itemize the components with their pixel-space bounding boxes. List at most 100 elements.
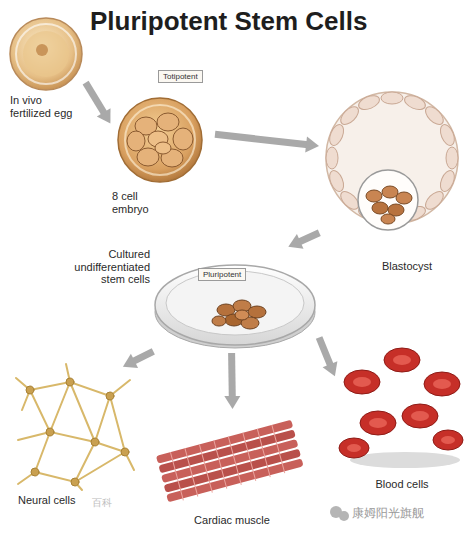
neural-network bbox=[16, 364, 134, 490]
blood-cells-part bbox=[433, 430, 463, 450]
blastocyst-part-part bbox=[403, 93, 428, 113]
culture-dish-part bbox=[248, 306, 266, 318]
blood-cells-part bbox=[441, 436, 455, 444]
cardiac-fibers-part-part bbox=[170, 425, 284, 500]
culture-dish bbox=[155, 265, 315, 348]
blastocyst-part-part bbox=[327, 123, 347, 148]
culture-dish-part bbox=[212, 316, 226, 326]
blastocyst-part bbox=[358, 170, 418, 230]
stage-label: Blood cells bbox=[352, 478, 452, 491]
blood-cells bbox=[339, 348, 463, 468]
arrow-head bbox=[123, 354, 138, 368]
watermark-icon-part bbox=[339, 511, 349, 521]
flow-arrow bbox=[123, 351, 153, 368]
blastocyst-part-part bbox=[357, 93, 382, 113]
fertilized-egg bbox=[10, 18, 82, 90]
stage-label: Cultured undifferentiated stem cells bbox=[48, 248, 150, 286]
arrow-head bbox=[97, 108, 111, 123]
flow-arrow bbox=[319, 338, 337, 377]
arrow-shaft bbox=[86, 83, 105, 114]
fertilized-egg-part bbox=[23, 31, 69, 77]
blood-cells-part bbox=[402, 404, 438, 428]
blood-cells-part bbox=[384, 348, 420, 372]
stage-label: Blastocyst bbox=[352, 260, 462, 273]
eight-cell-embryo-part bbox=[125, 105, 195, 175]
culture-dish-part bbox=[235, 310, 249, 320]
flow-arrow bbox=[86, 83, 111, 124]
blastocyst-stage: Blastocyst bbox=[322, 88, 466, 282]
neural-network-part-part bbox=[71, 478, 79, 486]
egg-stage: In vivo fertilized egg bbox=[8, 14, 84, 124]
arrow-shaft bbox=[215, 134, 308, 144]
watermark: 康姆阳光旗舰 bbox=[352, 505, 424, 522]
blastocyst-part bbox=[396, 192, 412, 204]
neural-network-part bbox=[95, 396, 110, 442]
neural-network-part bbox=[26, 378, 129, 486]
blood-cells-part bbox=[411, 411, 429, 421]
blood-cells-part bbox=[424, 372, 460, 396]
eight-cell-embryo bbox=[118, 98, 202, 182]
arrow-head bbox=[288, 234, 303, 249]
arrow-shaft bbox=[298, 233, 319, 242]
blastocyst-part-part bbox=[438, 123, 458, 148]
flow-arrow bbox=[288, 233, 319, 249]
arrow-head bbox=[323, 361, 338, 376]
neural-network-part-part bbox=[106, 392, 114, 400]
potency-tag: Totipotent bbox=[158, 70, 203, 83]
cardiac-fibers-part bbox=[170, 425, 284, 500]
cell-type: Neural cells bbox=[8, 368, 140, 512]
fertilized-egg-part bbox=[36, 44, 48, 56]
neural-network-part-part bbox=[66, 378, 74, 386]
culture-stage: PluripotentCultured undifferentiated ste… bbox=[48, 248, 318, 350]
culture-dish-part bbox=[155, 265, 315, 345]
blastocyst-part-part bbox=[326, 147, 338, 169]
neural-network-part-part bbox=[46, 428, 54, 436]
neural-network-part bbox=[70, 382, 95, 482]
blastocyst-part bbox=[372, 202, 388, 214]
blastocyst-part bbox=[382, 186, 398, 198]
arrow-shaft bbox=[228, 353, 236, 398]
stage-label: Cardiac muscle bbox=[152, 514, 312, 527]
blastocyst-part-part bbox=[422, 104, 446, 128]
blood-cells-part bbox=[347, 444, 361, 452]
watermark-icon bbox=[330, 506, 349, 521]
fertilized-egg-part bbox=[16, 24, 76, 84]
neural-network-part-part bbox=[31, 468, 39, 476]
neural-network-part-part bbox=[26, 386, 34, 394]
blastocyst-part bbox=[366, 190, 382, 202]
stage-label: In vivo fertilized egg bbox=[10, 94, 82, 119]
blood-cells-part bbox=[353, 377, 371, 387]
eight-cell-embryo-part bbox=[127, 131, 145, 151]
blastocyst-part bbox=[381, 214, 395, 224]
neural-network-part-part bbox=[91, 438, 99, 446]
eight-cell-embryo-part bbox=[155, 142, 171, 154]
embryo-stage: Totipotent8 cell embryo bbox=[112, 70, 212, 230]
cell-type: Cardiac muscle bbox=[152, 412, 313, 534]
blastocyst-part-part bbox=[438, 169, 458, 194]
arrow-shaft bbox=[133, 351, 154, 361]
blastocyst bbox=[326, 92, 458, 230]
flow-arrow bbox=[215, 134, 319, 152]
neural-network-part bbox=[35, 452, 125, 482]
blood-cells-part bbox=[360, 411, 396, 435]
watermark: 百科 bbox=[92, 496, 112, 510]
blastocyst-part-part bbox=[338, 104, 362, 128]
blood-cells-part bbox=[369, 418, 387, 428]
cardiac-fibers bbox=[156, 420, 304, 505]
blastocyst-part-part bbox=[381, 92, 403, 104]
eight-cell-embryo-part bbox=[157, 113, 179, 131]
title: Pluripotent Stem Cells bbox=[90, 6, 367, 37]
arrow-shaft bbox=[319, 338, 331, 367]
fertilized-egg-part bbox=[10, 18, 82, 90]
blood-cells-part bbox=[433, 379, 451, 389]
blood-cells-part bbox=[344, 370, 380, 394]
blood-cells-part bbox=[339, 438, 369, 458]
blastocyst-part-part bbox=[446, 147, 458, 169]
blastocyst-part-part bbox=[327, 169, 347, 194]
neural-network-part bbox=[30, 382, 125, 452]
blastocyst-part-part bbox=[422, 188, 446, 212]
neural-network-part-part bbox=[121, 448, 129, 456]
blood-cells-part bbox=[350, 452, 460, 468]
blood-cells-part bbox=[393, 355, 411, 365]
arrow-head bbox=[305, 137, 319, 153]
